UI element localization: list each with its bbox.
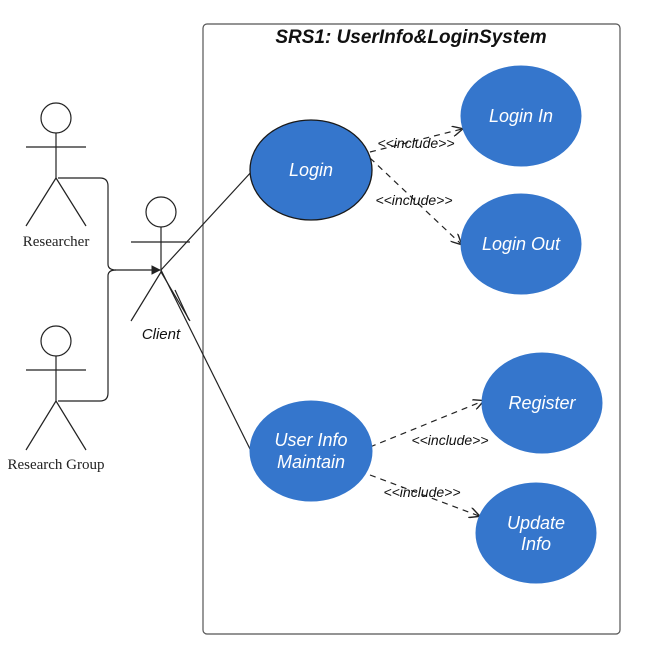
association-client-user-info-maintain	[160, 269, 254, 456]
use-case-user-info-maintain[interactable]: User Info Maintain	[249, 400, 373, 502]
include-login-login-in	[369, 129, 462, 153]
use-case-register[interactable]: Register	[481, 352, 603, 454]
include-label-login-out: <<include>>	[375, 192, 452, 208]
use-case-label-user-info-maintain-1: User Info	[274, 430, 347, 450]
connector-research-group-client	[58, 269, 117, 402]
include-user-info-update-info	[369, 474, 479, 516]
association-client-login	[160, 169, 254, 271]
use-case-login[interactable]: Login	[249, 119, 373, 221]
connector-researcher-client	[58, 177, 161, 275]
use-case-label-update-info-1: Update	[507, 513, 565, 533]
include-label-login-in: <<include>>	[377, 135, 454, 151]
include-user-info-register	[369, 401, 483, 448]
actor-researcher[interactable]	[25, 102, 87, 227]
system-title: SRS1: UserInfo&LoginSystem	[275, 27, 546, 48]
use-case-label-login: Login	[289, 160, 333, 180]
use-case-label-update-info-2: Info	[521, 534, 551, 554]
use-case-label-register: Register	[508, 393, 576, 413]
use-case-label-login-in: Login In	[489, 106, 553, 126]
use-case-update-info[interactable]: Update Info	[475, 482, 597, 584]
actor-label-research-group: Research Group	[7, 457, 104, 473]
actor-research-group[interactable]	[25, 325, 87, 451]
include-login-login-out	[369, 157, 461, 244]
include-label-update-info: <<include>>	[383, 484, 460, 500]
use-case-login-out[interactable]: Login Out	[460, 193, 582, 295]
include-label-register: <<include>>	[411, 432, 488, 448]
use-case-label-login-out: Login Out	[482, 234, 561, 254]
use-case-login-in[interactable]: Login In	[460, 65, 582, 167]
actor-label-client: Client	[142, 326, 181, 343]
use-case-label-user-info-maintain-2: Maintain	[277, 452, 345, 472]
actor-label-researcher: Researcher	[23, 234, 90, 250]
association-client-user-info-maintain-2	[174, 289, 190, 321]
